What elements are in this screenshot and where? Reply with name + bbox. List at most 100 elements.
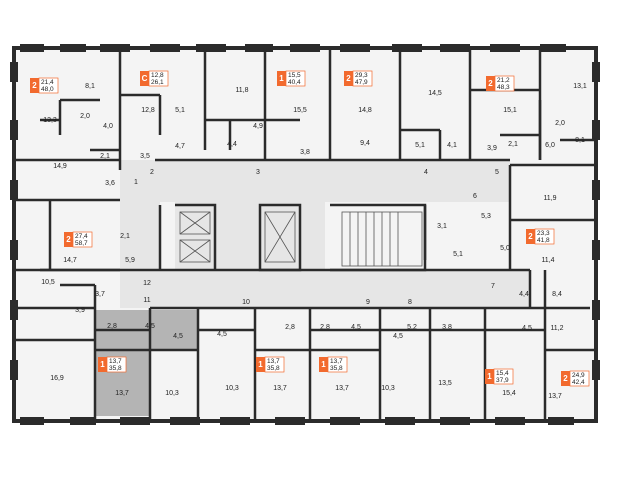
total-area: 26,1 bbox=[151, 79, 164, 86]
room-area-label: 16,9 bbox=[50, 375, 64, 382]
room-count-box bbox=[319, 357, 328, 372]
room-area-label: 5,2 bbox=[407, 324, 417, 331]
room-area-label: 14,5 bbox=[428, 90, 442, 97]
living-area: 13,7 bbox=[330, 358, 343, 365]
room-area-label: 4,0 bbox=[103, 123, 113, 130]
corridor-number: 9 bbox=[366, 299, 370, 306]
room-count: 2 bbox=[528, 232, 533, 241]
room-area-label: 4,5 bbox=[217, 331, 227, 338]
room-count: 2 bbox=[488, 79, 493, 88]
area-box bbox=[327, 356, 348, 373]
room-area-label: 3,9 bbox=[487, 145, 497, 152]
room-area-label: 13,7 bbox=[273, 385, 287, 392]
total-area: 41,8 bbox=[537, 237, 550, 244]
room-area-label: 8,1 bbox=[575, 137, 585, 144]
corridor-number: 7 bbox=[491, 283, 495, 290]
room-area-label: 2,1 bbox=[100, 153, 110, 160]
living-area: 12,8 bbox=[151, 72, 164, 79]
room-count: 2 bbox=[346, 74, 351, 83]
corridor-number: 2 bbox=[150, 169, 154, 176]
room-area-label: 5,1 bbox=[415, 142, 425, 149]
corridor-number: 4 bbox=[424, 169, 428, 176]
stair-icon bbox=[341, 211, 423, 267]
room-count-box bbox=[140, 71, 149, 86]
room-count-box bbox=[98, 357, 107, 372]
room-area-label: 10,3 bbox=[225, 385, 239, 392]
area-box bbox=[285, 70, 306, 87]
room-area-label: 5,1 bbox=[175, 107, 185, 114]
apartment-badge[interactable]: 1 13,735,8 bbox=[256, 356, 285, 373]
room-area-label: 14,9 bbox=[53, 163, 67, 170]
room-area-label: 11,8 bbox=[235, 87, 248, 94]
corridor-left bbox=[120, 160, 160, 308]
room-area-label: 2,1 bbox=[508, 141, 518, 148]
room-area-label: 13,1 bbox=[573, 83, 587, 90]
room-count: 2 bbox=[66, 235, 71, 244]
area-box bbox=[106, 356, 127, 373]
room-area-label: 6,0 bbox=[545, 142, 555, 149]
room-area-label: 15,4 bbox=[502, 390, 516, 397]
room-area-label: 4,1 bbox=[447, 142, 457, 149]
room-count: 1 bbox=[258, 360, 263, 369]
total-area: 42,4 bbox=[572, 379, 585, 386]
elevator-icon bbox=[179, 211, 296, 263]
room-area-label: 10,3 bbox=[381, 385, 395, 392]
room-area-label: 3,7 bbox=[95, 291, 105, 298]
living-area: 21,2 bbox=[497, 77, 510, 84]
total-area: 35,8 bbox=[267, 365, 280, 372]
corridor-number: 6 bbox=[473, 193, 477, 200]
living-area: 24,9 bbox=[572, 372, 585, 379]
living-area: 13,7 bbox=[267, 358, 280, 365]
total-area: 37,9 bbox=[496, 377, 509, 384]
room-count: С bbox=[142, 74, 148, 83]
room-area-label: 4,7 bbox=[175, 143, 185, 150]
room-area-label: 5,0 bbox=[500, 245, 510, 252]
corridor-number: 12 bbox=[143, 280, 151, 287]
room-count-box bbox=[64, 232, 73, 247]
room-count: 1 bbox=[279, 74, 284, 83]
room-area-label: 8,4 bbox=[552, 291, 562, 298]
corridor-number: 3 bbox=[256, 169, 260, 176]
room-count-box bbox=[256, 357, 265, 372]
living-area: 27,4 bbox=[75, 233, 88, 240]
room-area-label: 4,9 bbox=[253, 123, 263, 130]
room-count-box bbox=[344, 71, 353, 86]
room-area-label: 5,1 bbox=[453, 251, 463, 258]
living-area: 15,4 bbox=[496, 370, 509, 377]
room-count-box bbox=[561, 371, 570, 386]
room-area-label: 11,4 bbox=[541, 257, 554, 264]
area-box bbox=[534, 228, 555, 245]
room-area-label: 2,0 bbox=[80, 113, 90, 120]
room-count-box bbox=[277, 71, 286, 86]
room-area-label: 15,1 bbox=[503, 107, 517, 114]
room-area-label: 2,8 bbox=[107, 323, 117, 330]
living-area: 21,4 bbox=[41, 79, 54, 86]
room-count: 1 bbox=[321, 360, 326, 369]
area-box bbox=[352, 70, 373, 87]
room-count-box bbox=[526, 229, 535, 244]
highlighted-apartment-part bbox=[150, 310, 198, 350]
room-area-label: 9,4 bbox=[360, 140, 370, 147]
living-area: 29,3 bbox=[355, 72, 368, 79]
room-area-label: 15,5 bbox=[293, 107, 307, 114]
corridor-number: 5,3 bbox=[481, 213, 491, 220]
area-box bbox=[264, 356, 285, 373]
room-area-label: 2,8 bbox=[285, 324, 295, 331]
room-area-label: 10,5 bbox=[41, 279, 55, 286]
corridor-number: 1 bbox=[134, 179, 138, 186]
room-area-label: 13,5 bbox=[438, 380, 452, 387]
